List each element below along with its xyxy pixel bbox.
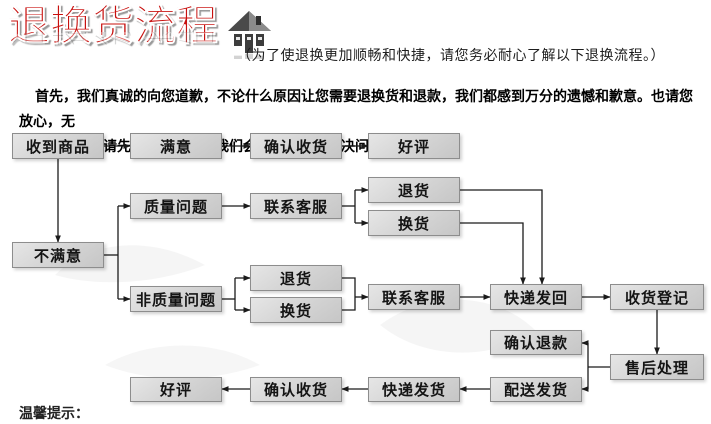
flow-node-receive: 收到商品 bbox=[12, 133, 104, 159]
flowchart-connectors bbox=[55, 143, 660, 392]
flow-node-exchange-2: 换货 bbox=[250, 297, 342, 323]
warm-tip-label: 温馨提示： bbox=[19, 405, 89, 421]
flow-node-good-review-2: 好评 bbox=[130, 377, 222, 402]
flow-node-return-1: 退货 bbox=[368, 177, 460, 203]
flow-node-good-review-1: 好评 bbox=[368, 133, 460, 159]
flow-node-contact-cs-2: 联系客服 bbox=[368, 284, 460, 310]
flow-node-express-return: 快递发回 bbox=[490, 284, 582, 310]
flow-node-exchange-1: 换货 bbox=[368, 210, 460, 236]
flow-node-dispatch-ship: 配送发货 bbox=[490, 377, 582, 402]
flow-node-aftersales: 售后处理 bbox=[610, 354, 704, 380]
flow-node-contact-cs-1: 联系客服 bbox=[250, 193, 342, 219]
flow-edge bbox=[342, 277, 356, 311]
house-icon bbox=[228, 11, 272, 59]
flow-node-non-quality-issue: 非质量问题 bbox=[130, 286, 222, 312]
header-tagline: （为了使退换更加顺畅和快捷，请您务必耐心了解以下退换流程。） bbox=[237, 47, 665, 63]
flow-node-confirm-refund: 确认退款 bbox=[490, 330, 582, 355]
flow-edge bbox=[460, 189, 545, 285]
intro-line-1: 首先，我们真诚的向您道歉，不论什么原因让您需要退换货和退款，我们都感到万分的遗憾… bbox=[19, 88, 693, 129]
header: 退换货流程 退换货流程 bbox=[8, 2, 272, 60]
flow-node-express-ship: 快递发货 bbox=[368, 377, 460, 402]
flow-node-unsatisfied: 不满意 bbox=[12, 242, 104, 268]
flow-node-confirm-receipt-1: 确认收货 bbox=[250, 133, 342, 159]
flow-node-confirm-receipt-2: 确认收货 bbox=[250, 377, 342, 402]
flow-node-quality-issue: 质量问题 bbox=[130, 193, 222, 219]
flowchart: 收到商品满意确认收货好评退货质量问题联系客服换货不满意退货非质量问题换货联系客服… bbox=[0, 125, 711, 424]
page-title: 退换货流程 bbox=[8, 2, 219, 50]
flow-node-satisfied: 满意 bbox=[130, 133, 222, 159]
flow-edge bbox=[460, 222, 526, 285]
flow-node-return-2: 退货 bbox=[250, 265, 342, 291]
flow-node-receipt-register: 收货登记 bbox=[610, 284, 704, 310]
